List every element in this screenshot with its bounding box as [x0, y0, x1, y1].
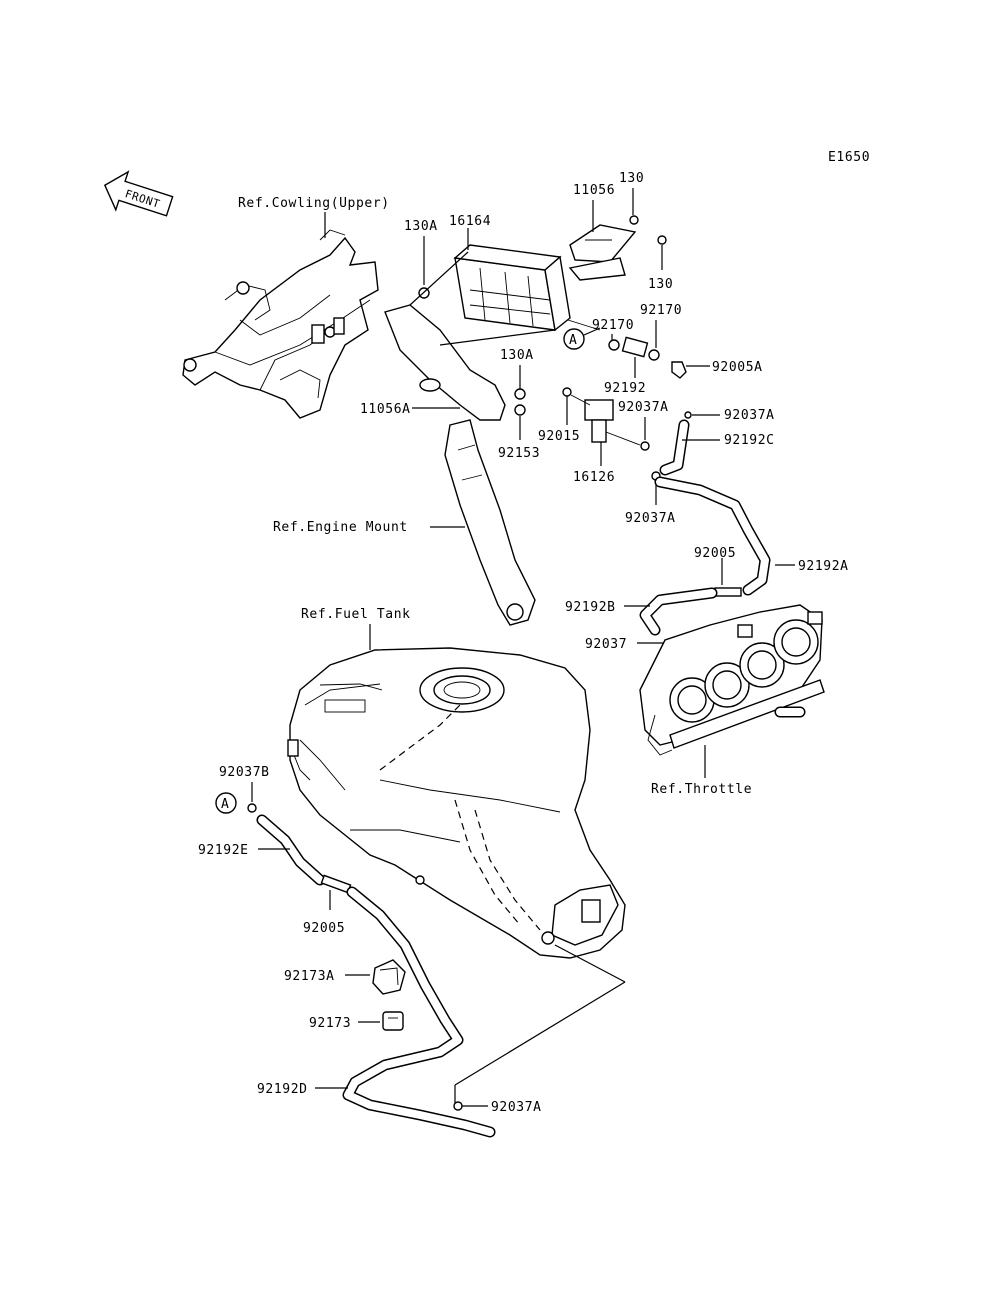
part-92192: 92192 [604, 381, 646, 396]
part-92192B: 92192B [565, 600, 616, 615]
part-92005A: 92005A [712, 360, 763, 375]
front-arrow-icon: FRONT [103, 170, 174, 217]
diagram-code: E1650 [828, 150, 870, 165]
part-92037A-d: 92037A [491, 1100, 542, 1115]
part-92192E: 92192E [198, 843, 249, 858]
part-92170-a: 92170 [592, 318, 634, 333]
bracket-11056 [568, 224, 637, 281]
part-92037A-c: 92037A [625, 511, 676, 526]
part-92037B: 92037B [219, 765, 270, 780]
callout-a-bottom: A [221, 797, 229, 812]
part-92037A-b: 92037A [724, 408, 775, 423]
ref-throttle-label: Ref.Throttle [651, 782, 752, 797]
ref-cowling-label: Ref.Cowling(Upper) [238, 196, 390, 211]
fuel-tank [287, 647, 626, 959]
part-92170-b: 92170 [640, 303, 682, 318]
ref-fuel-tank-label: Ref.Fuel Tank [301, 607, 411, 622]
valve-16126 [562, 387, 641, 446]
part-130-top: 130 [619, 171, 644, 186]
part-92037A-a: 92037A [618, 400, 669, 415]
engine-mount [444, 419, 536, 626]
bracket-11056A [384, 251, 556, 421]
part-92192D: 92192D [257, 1082, 308, 1097]
part-16164: 16164 [449, 214, 491, 229]
callout-a-top: A [569, 333, 577, 348]
part-92005-left: 92005 [303, 921, 345, 936]
throttle-body [639, 604, 825, 756]
part-130A-top: 130A [404, 219, 438, 234]
clip-92173A [372, 959, 406, 995]
part-11056: 11056 [573, 183, 615, 198]
part-130A-mid: 130A [500, 348, 534, 363]
ref-engine-mount-label: Ref.Engine Mount [273, 520, 408, 535]
part-92005-right: 92005 [694, 546, 736, 561]
part-16126: 16126 [573, 470, 615, 485]
canister-16164 [453, 244, 601, 332]
clip-92173 [382, 1011, 404, 1031]
part-11056A: 11056A [360, 402, 411, 417]
part-92015: 92015 [538, 429, 580, 444]
part-92192C: 92192C [724, 433, 775, 448]
part-92153: 92153 [498, 446, 540, 461]
part-92192A: 92192A [798, 559, 849, 574]
part-92173A: 92173A [284, 969, 335, 984]
part-92037: 92037 [585, 637, 627, 652]
cowling-bracket [182, 229, 379, 419]
part-92173: 92173 [309, 1016, 351, 1031]
part-130-right: 130 [648, 277, 673, 292]
